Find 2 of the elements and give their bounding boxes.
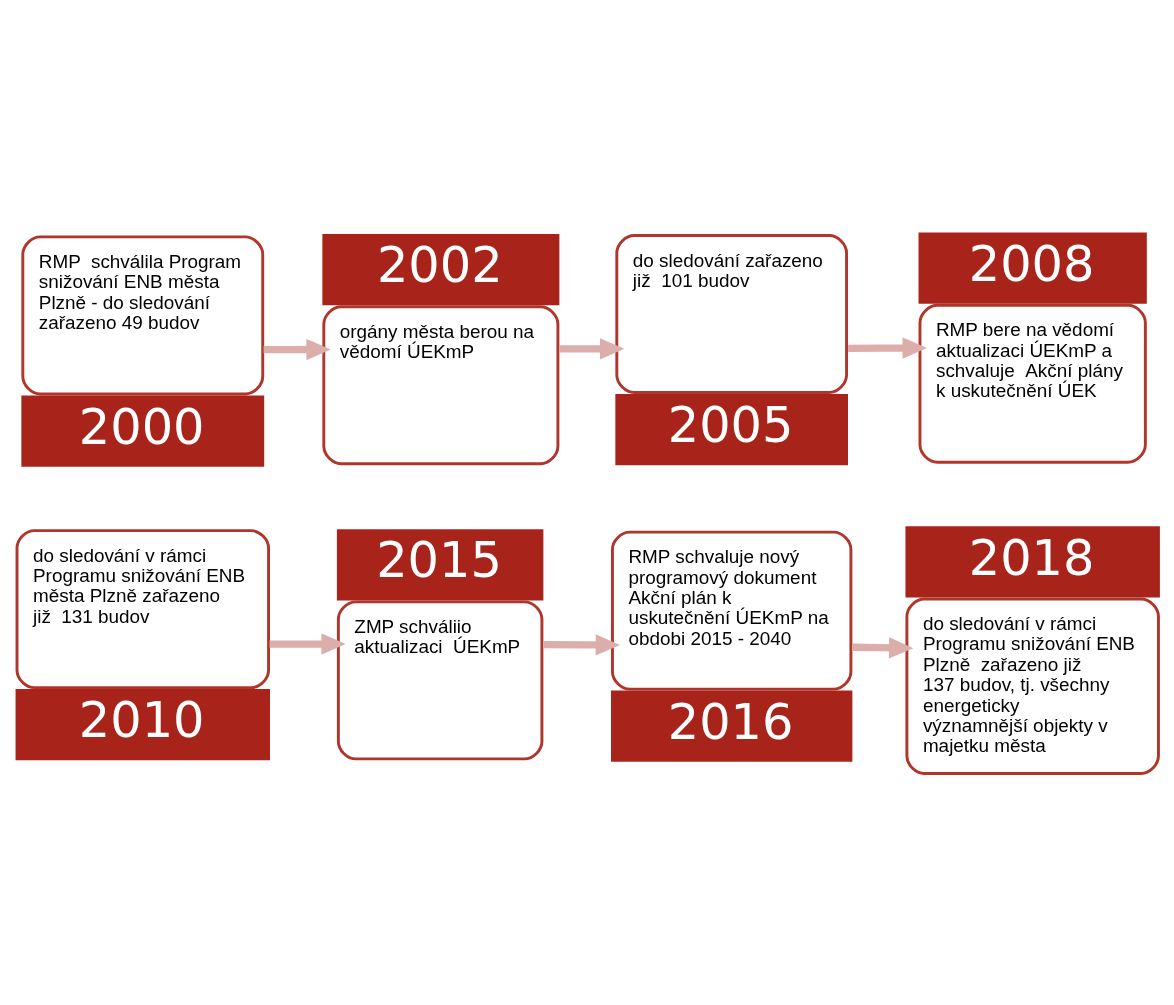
arrow: [852, 636, 914, 658]
arrow: [543, 633, 620, 655]
